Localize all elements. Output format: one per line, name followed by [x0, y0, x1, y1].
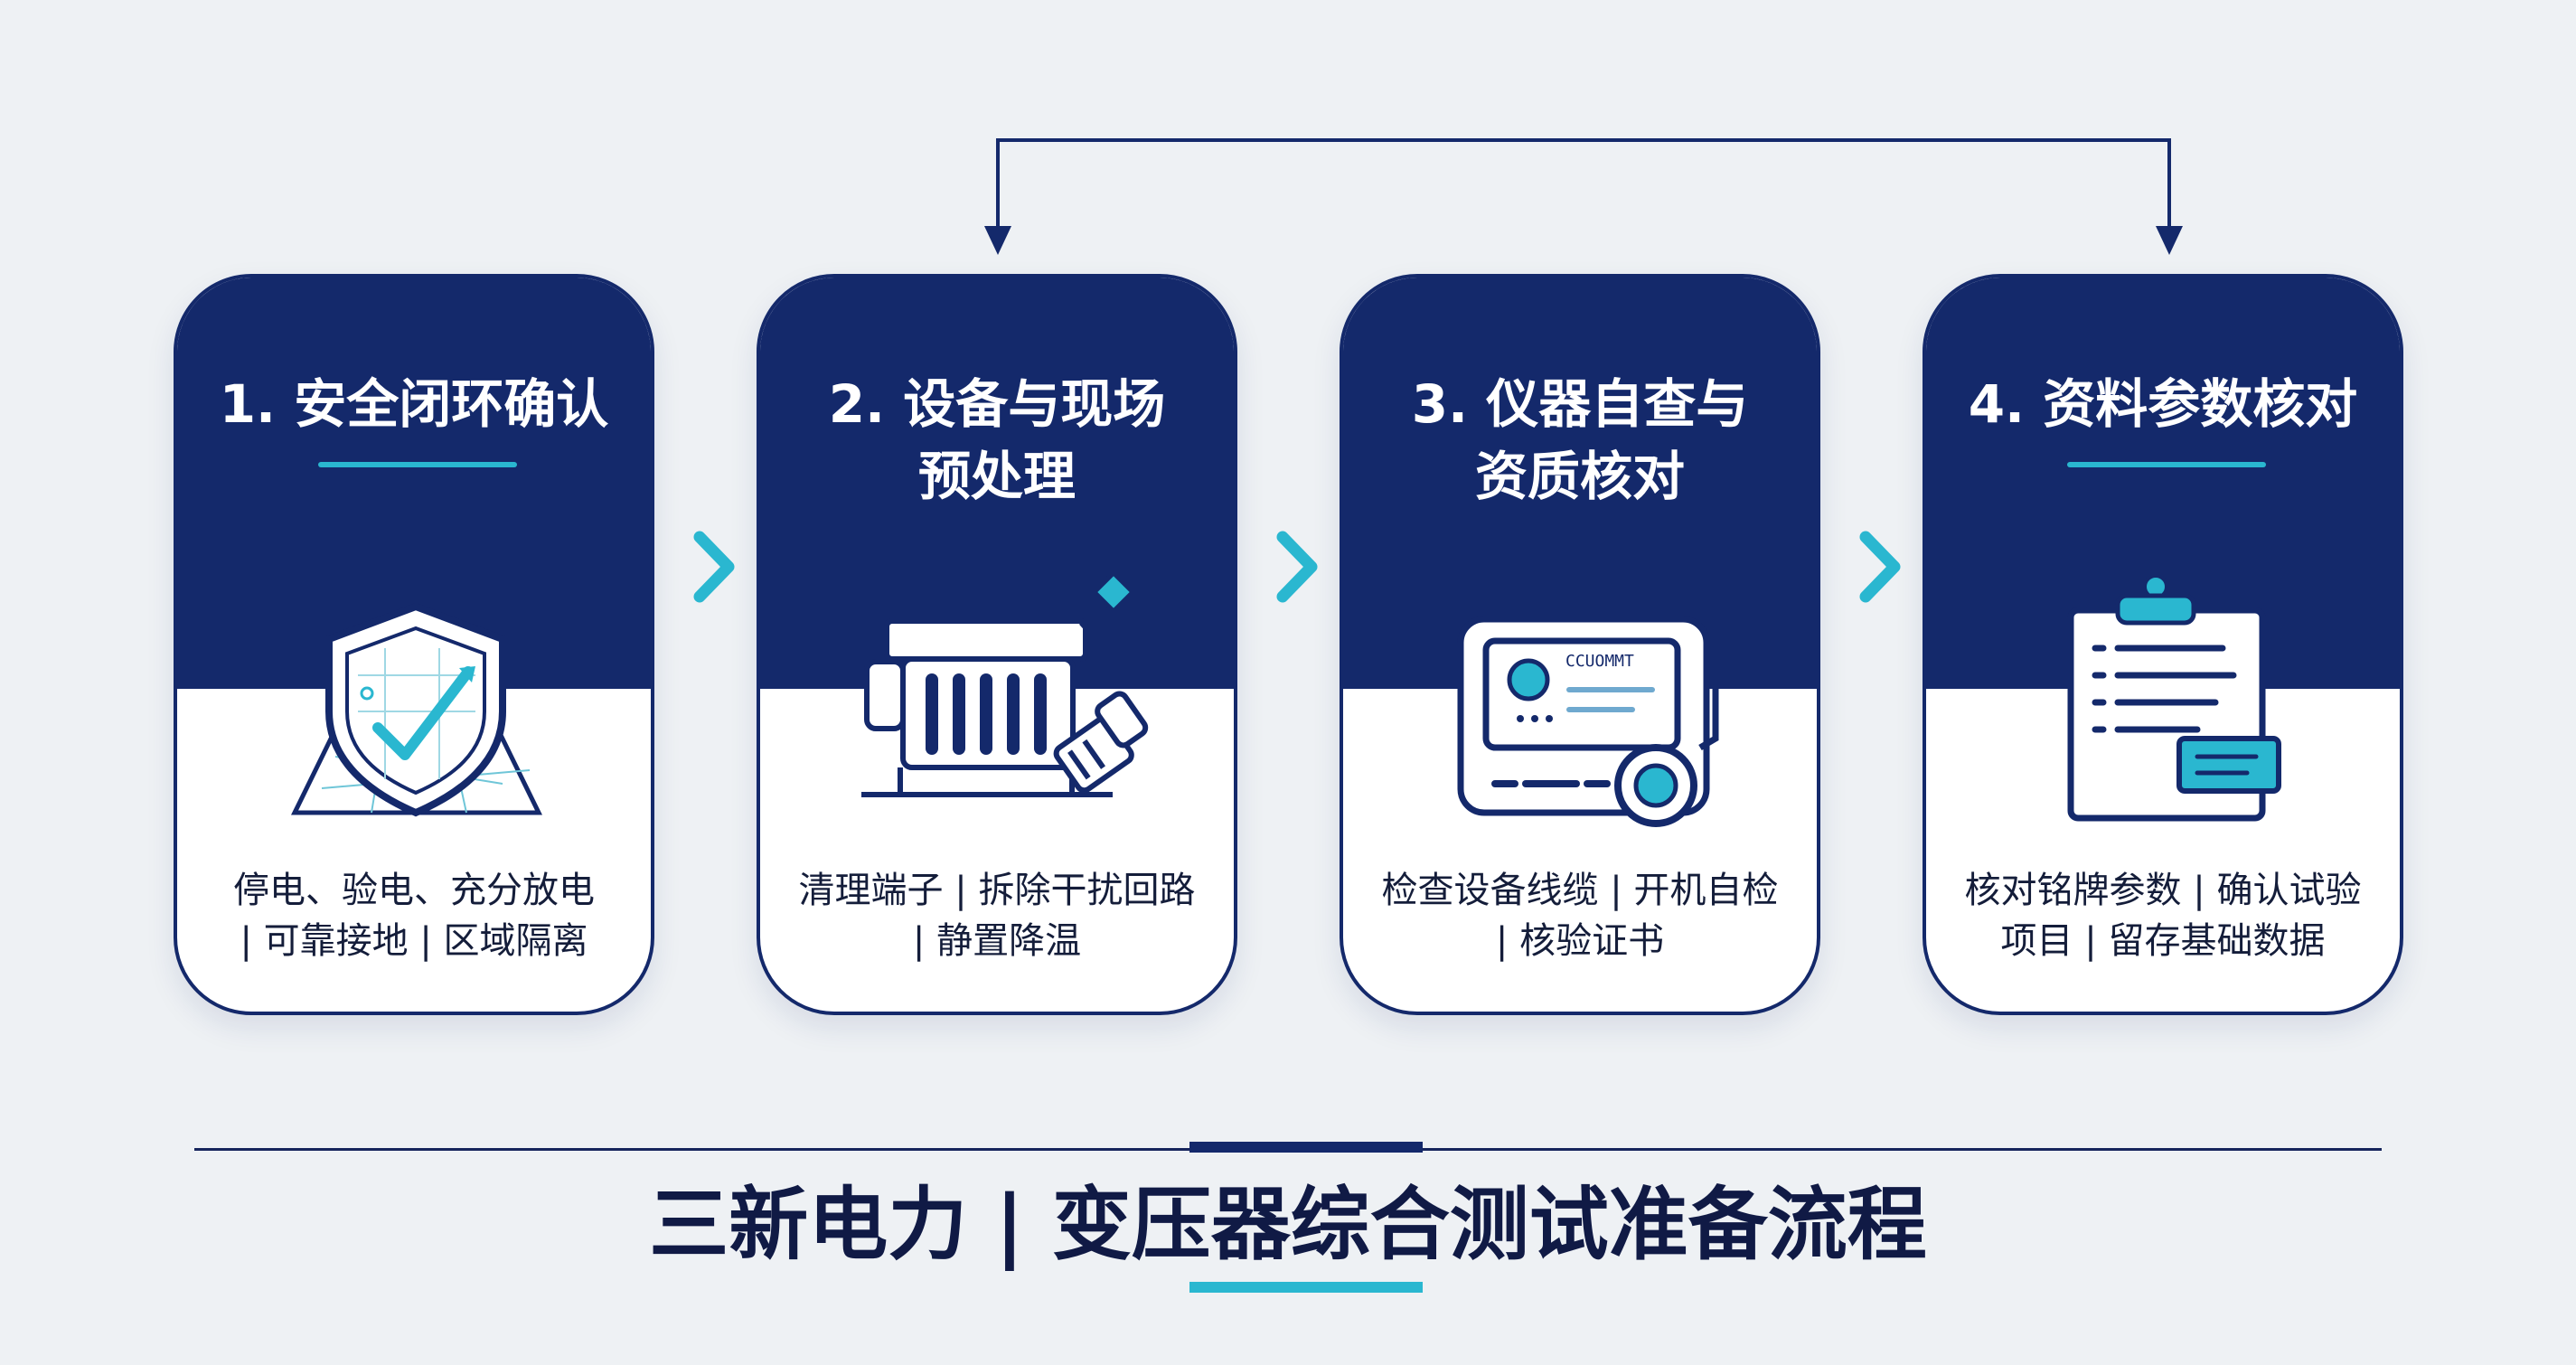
- step-card-2: 2. 设备与现场 预处理 清理端子 | 拆除干扰回路 | 静置降温: [757, 274, 1237, 1015]
- footer-accent-bar: [1189, 1142, 1423, 1153]
- step-description: 核对铭牌参数 | 确认试验 项目 | 留存基础数据: [1964, 870, 2362, 962]
- title-underline: [2067, 462, 2266, 467]
- transformer-icon: [851, 576, 1149, 797]
- chevron-right-icon: [693, 531, 735, 603]
- step-card-1: 1. 安全闭环确认 停电、验电、充分放电 | 可靠接地 | 区域隔离: [174, 274, 654, 1015]
- arrowhead-step-2: [984, 226, 1011, 255]
- step-title: 1. 安全闭环确认: [219, 373, 609, 435]
- step-title: 2. 设备与现场 预处理: [828, 373, 1166, 507]
- clipboard-icon: [2067, 576, 2281, 822]
- chevron-right-icon: [1276, 531, 1318, 603]
- shield-check-icon: [290, 602, 543, 817]
- footer-title: 三新电力 | 变压器综合测试准备流程: [649, 1178, 1927, 1271]
- step-description: 清理端子 | 拆除干扰回路 | 静置降温: [798, 870, 1196, 962]
- step-title: 4. 资料参数核对: [1968, 373, 2358, 435]
- step-card-3: 3. 仪器自查与 资质核对 CCUOMMT 检查设备线缆 | 开机自检 | 核验…: [1340, 274, 1820, 1015]
- step-description: 检查设备线缆 | 开机自检 | 核验证书: [1381, 870, 1779, 962]
- footer-accent-bar: [1189, 1282, 1423, 1293]
- title-underline: [318, 462, 517, 467]
- chevron-right-icon: [1859, 531, 1901, 603]
- device-label: CCUOMMT: [1565, 652, 1634, 671]
- step-card-4: 4. 资料参数核对 核对铭牌参数 | 确认试验 项目 | 留存基础数据: [1923, 274, 2403, 1015]
- step-description: 停电、验电、充分放电 | 可靠接地 | 区域隔离: [233, 870, 595, 962]
- test-instrument-icon: CCUOMMT: [1457, 599, 1719, 827]
- feedback-connector: [984, 138, 2183, 255]
- step-title: 3. 仪器自查与 资质核对: [1411, 373, 1749, 507]
- arrowhead-step-4: [2156, 226, 2183, 255]
